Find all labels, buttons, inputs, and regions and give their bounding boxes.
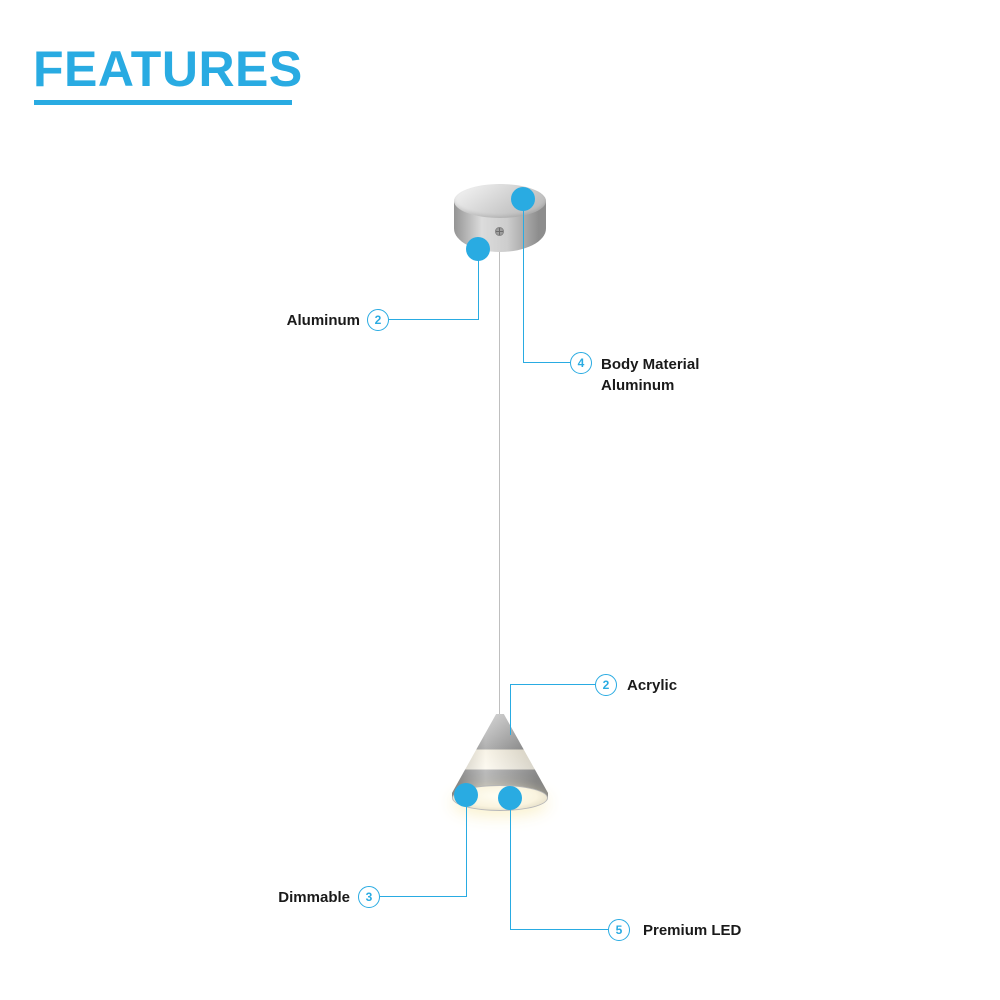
callout-line-acrylic-vertical bbox=[510, 685, 511, 735]
callout-badge-body-material: 4 bbox=[570, 352, 592, 374]
callout-label-aluminum: Aluminum bbox=[286, 312, 360, 329]
callout-label-premium-led: Premium LED bbox=[643, 922, 742, 939]
page-title: FEATURES bbox=[33, 41, 303, 97]
callout-line-body-material-vertical bbox=[523, 199, 524, 363]
callout-line-acrylic-horizontal bbox=[510, 684, 595, 685]
callout-label-acrylic: Acrylic bbox=[627, 677, 678, 694]
callout-label-body-material-line2: Aluminum bbox=[601, 377, 675, 394]
suspension-wire bbox=[499, 248, 500, 718]
canopy-screw bbox=[495, 227, 504, 236]
callout-line-aluminum-horizontal bbox=[389, 319, 478, 320]
callout-badge-acrylic: 2 bbox=[595, 674, 617, 696]
callout-line-premium-led-horizontal bbox=[510, 929, 608, 930]
callout-label-body-material-line1: Body Material bbox=[601, 356, 700, 373]
callout-label-body-material: Body Material Aluminum bbox=[601, 354, 699, 396]
feature-dot-aluminum bbox=[466, 237, 490, 261]
feature-dot-dimmable bbox=[454, 783, 478, 807]
feature-dot-body-material bbox=[511, 187, 535, 211]
title-underline bbox=[34, 100, 292, 105]
callout-badge-dimmable: 3 bbox=[358, 886, 380, 908]
feature-dot-premium-led bbox=[498, 786, 522, 810]
callout-line-dimmable-vertical bbox=[466, 795, 467, 897]
callout-badge-aluminum: 2 bbox=[367, 309, 389, 331]
callout-badge-premium-led: 5 bbox=[608, 919, 630, 941]
callout-line-premium-led-vertical bbox=[510, 798, 511, 930]
callout-label-dimmable: Dimmable bbox=[278, 889, 350, 906]
callout-line-dimmable-horizontal bbox=[380, 896, 466, 897]
callout-line-body-material-horizontal bbox=[523, 362, 570, 363]
callout-line-aluminum-vertical bbox=[478, 249, 479, 320]
